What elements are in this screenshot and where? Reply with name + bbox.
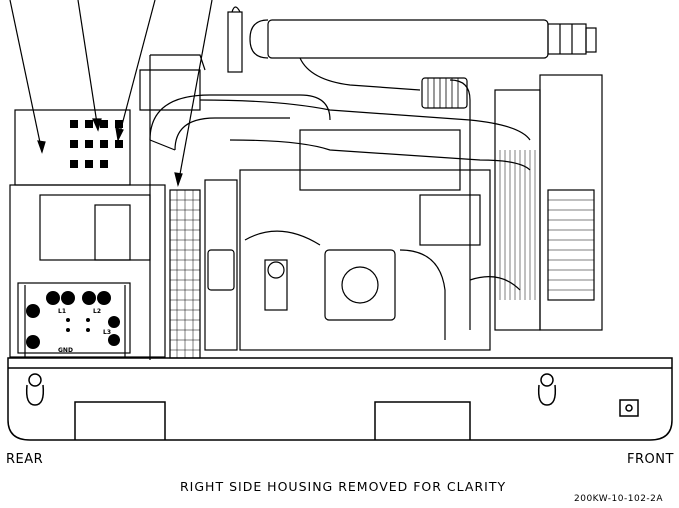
ground-terminal-label: GND — [58, 347, 73, 354]
fan-guard — [169, 189, 201, 359]
radiator — [449, 74, 603, 331]
figure-caption: RIGHT SIDE HOUSING REMOVED FOR CLARITY — [180, 479, 507, 494]
front-label: FRONT — [627, 452, 674, 467]
rear-label: REAR — [6, 452, 44, 467]
terminal-l3-label: L3 — [103, 329, 111, 336]
air-intake-duct — [139, 69, 531, 171]
engine-block — [149, 54, 521, 360]
exhaust-pipe — [227, 6, 597, 109]
output-terminal-box — [9, 109, 166, 358]
terminal-l1-label: L1 — [58, 308, 66, 315]
figure-id: 200KW-10-102-2A — [574, 494, 664, 504]
skid-base — [7, 357, 673, 441]
terminal-l2-label: L2 — [93, 308, 101, 315]
callout-leader-lines — [9, 0, 213, 188]
